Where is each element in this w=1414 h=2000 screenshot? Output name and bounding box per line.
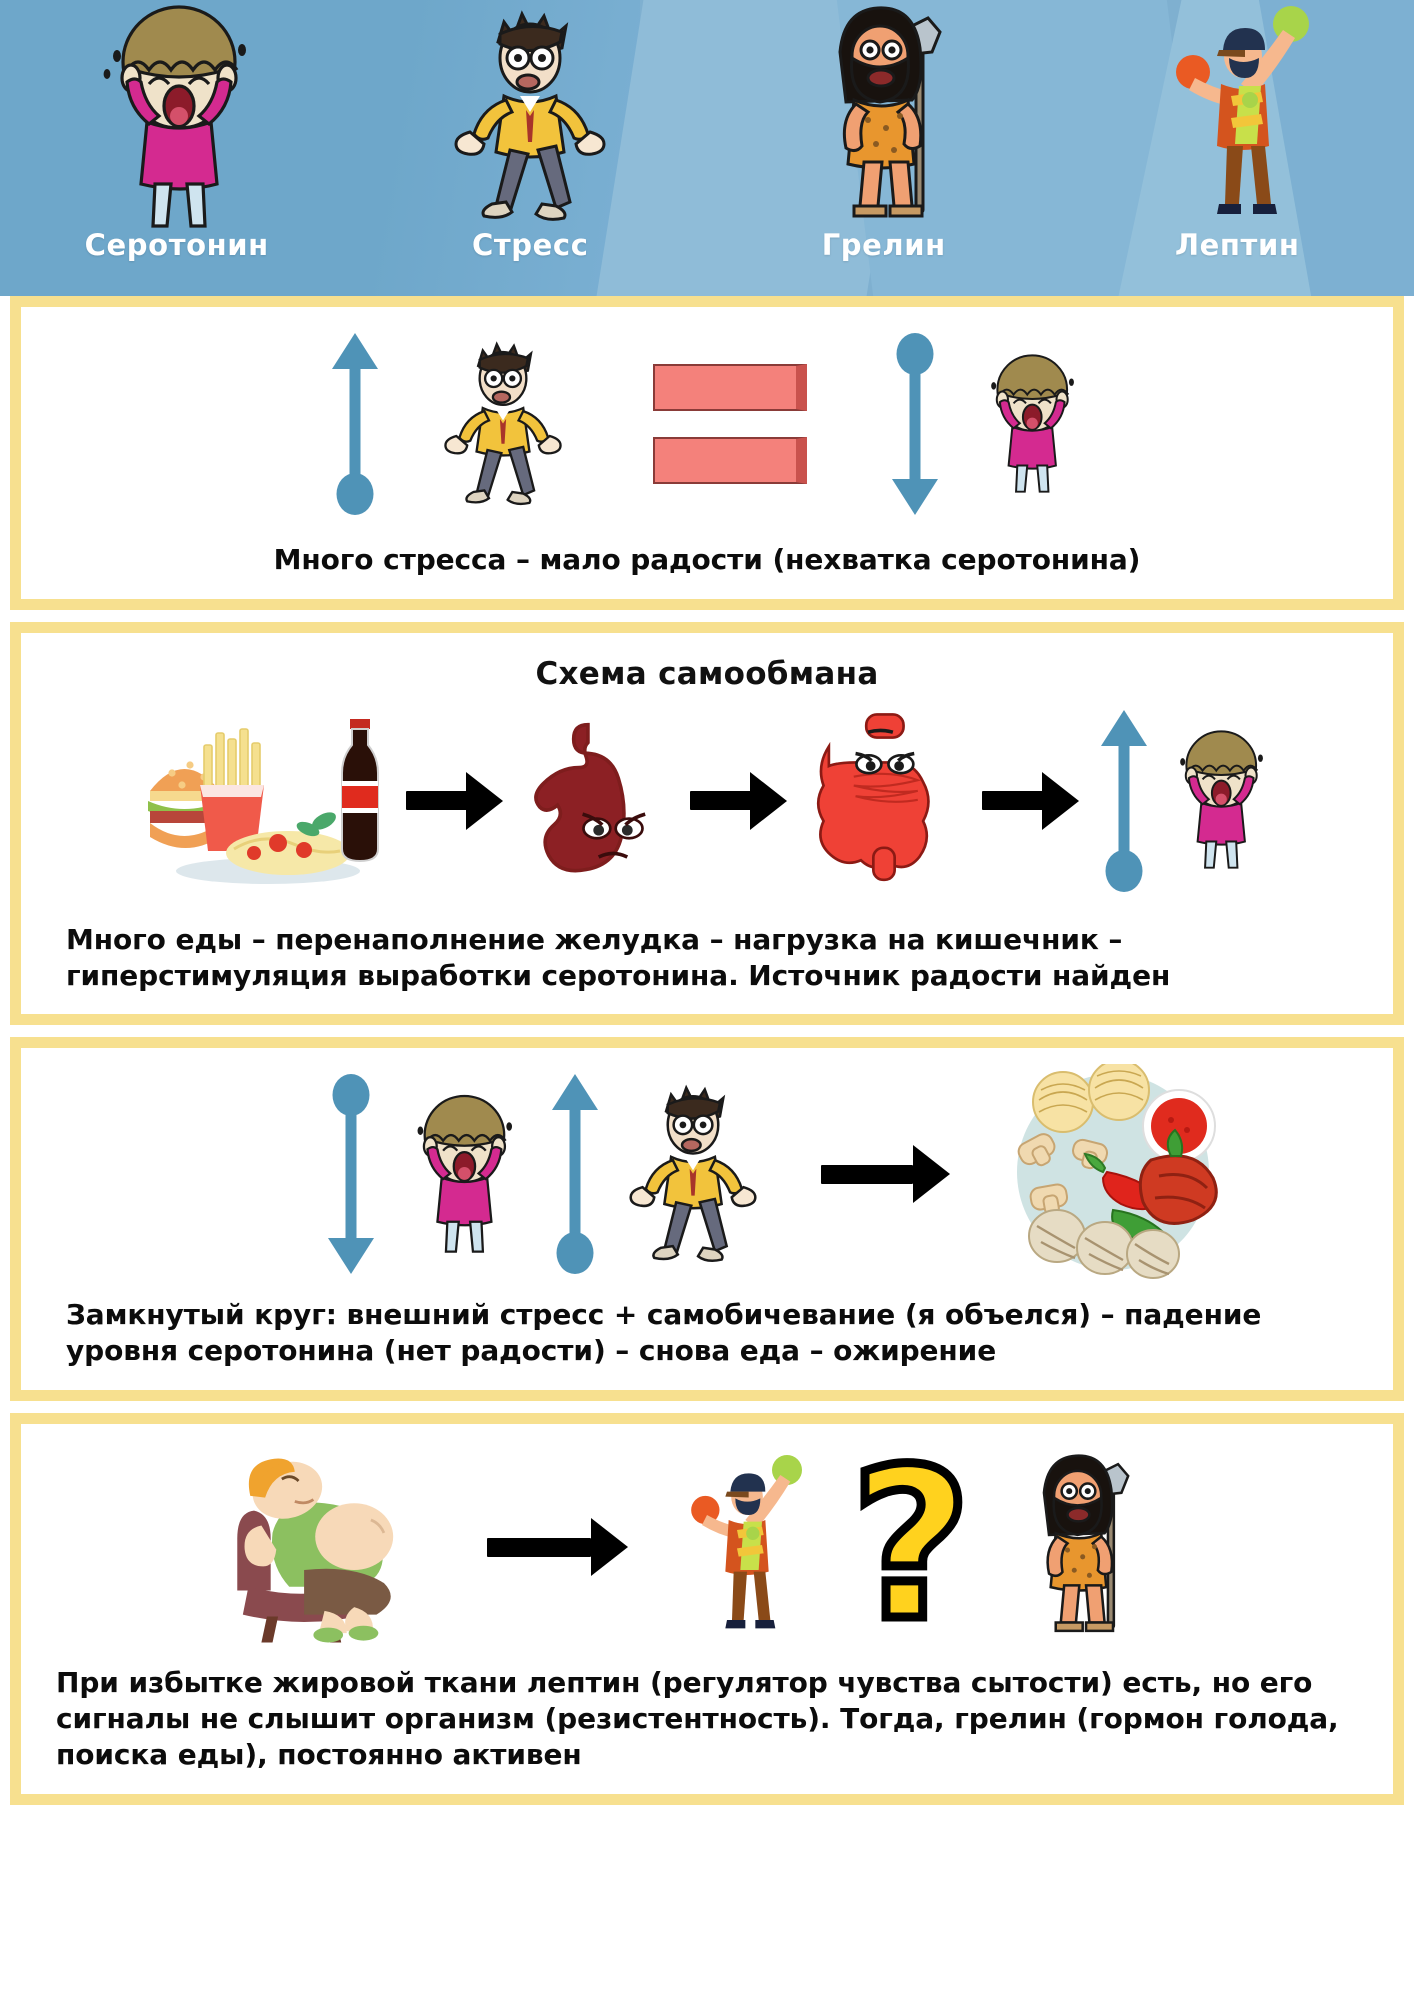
panel-1-visual-row [42, 324, 1372, 524]
panel-2-visual-row [42, 696, 1372, 906]
right-arrow-icon [486, 1518, 628, 1577]
header-item-serotonin: Серотонин [0, 0, 354, 296]
panel-1-caption: Много стресса – мало радости (нехватка с… [273, 543, 1141, 576]
caveman-with-spear-icon [1005, 1449, 1157, 1646]
panel-4-caption-line-3: поиска еды), постоянно активен [56, 1737, 582, 1771]
stressed-man-icon [440, 0, 620, 228]
right-arrow-icon [690, 771, 787, 830]
down-arrow-icon [887, 333, 943, 515]
right-arrow-icon [821, 1145, 950, 1204]
down-arrow-icon [323, 1074, 379, 1275]
header-item-stress: Стресс [354, 0, 708, 296]
right-arrow-icon [406, 771, 503, 830]
right-arrow-icon [982, 771, 1079, 830]
panel-2-caption: Много еды – перенаполнение желудка – наг… [42, 922, 1372, 994]
panel-2-inner: Схема самообмана [25, 636, 1389, 1011]
header-label-ghrelin: Грелин [821, 228, 946, 262]
header-banner: Серотонин [0, 0, 1414, 296]
panel-3-visual-row [42, 1059, 1372, 1284]
panel-3-caption-line-1: Замкнутый круг: внешний стресс + самобич… [66, 1298, 1262, 1332]
happy-serotonin-character-icon [87, 0, 267, 228]
panel-3-caption-line-2: уровня серотонина (нет радости) – снова … [66, 1334, 997, 1368]
panel-4-caption-line-1: При избытке жировой ткани лептин (регуля… [56, 1666, 1313, 1700]
panel-4-inner: ? [25, 1425, 1389, 1790]
header-label-stress: Стресс [472, 228, 589, 262]
equals-bar-top [653, 364, 807, 411]
happy-serotonin-character-icon [399, 1091, 527, 1258]
happy-serotonin-character-icon [975, 351, 1087, 498]
panel-3-inner: Замкнутый круг: внешний стресс + самобич… [25, 1052, 1389, 1387]
happy-serotonin-character-icon [1164, 727, 1276, 874]
panel-1-inner: Много стресса – мало радости (нехватка с… [25, 311, 1389, 595]
panel-4-visual-row: ? [42, 1425, 1372, 1668]
obese-man-in-armchair-icon [215, 1447, 447, 1648]
header-figures-row: Серотонин [0, 0, 1414, 296]
panel-2-title: Схема самообмана [535, 655, 879, 692]
stressed-man-icon [617, 1076, 769, 1273]
angry-intestine-icon [804, 709, 964, 892]
healthy-food-plate-icon [1001, 1059, 1231, 1284]
panel-stress-serotonin: Много стресса – мало радости (нехватка с… [10, 296, 1404, 610]
equals-sign-icon [653, 364, 807, 484]
equals-bar-bottom [653, 437, 807, 484]
header-item-ghrelin: Грелин [707, 0, 1061, 296]
caveman-with-spear-icon [794, 0, 974, 228]
juggler-man-icon [1147, 0, 1327, 228]
panel-self-deception: Схема самообмана [10, 621, 1404, 1026]
up-arrow-icon [547, 1074, 603, 1275]
header-label-leptin: Лептин [1174, 228, 1300, 262]
up-arrow-icon [1096, 709, 1152, 892]
grumpy-stomach-icon [520, 708, 672, 893]
panel-3-caption: Замкнутый круг: внешний стресс + самобич… [42, 1297, 1372, 1369]
panel-vicious-circle: Замкнутый круг: внешний стресс + самобич… [10, 1037, 1404, 1402]
panel-4-caption-line-2: сигналы не слышит организм (резистентнос… [56, 1701, 1339, 1735]
question-mark-icon: ? [846, 1425, 976, 1668]
header-label-serotonin: Серотонин [84, 228, 269, 262]
panel-leptin-ghrelin: ? [10, 1413, 1404, 1805]
panel-2-caption-line-1: Много еды – перенаполнение желудка – наг… [66, 922, 1123, 956]
question-mark-glyph: ? [846, 1425, 976, 1668]
stressed-man-icon [433, 333, 573, 516]
panel-4-caption: При избытке жировой ткани лептин (регуля… [42, 1665, 1372, 1772]
junk-food-plate-icon [138, 703, 388, 898]
juggler-man-icon [667, 1450, 817, 1645]
up-arrow-icon [327, 333, 383, 515]
panel-2-caption-line-2: гиперстимуляция выработки серотонина. Ис… [66, 958, 1171, 992]
header-item-leptin: Лептин [1061, 0, 1414, 296]
